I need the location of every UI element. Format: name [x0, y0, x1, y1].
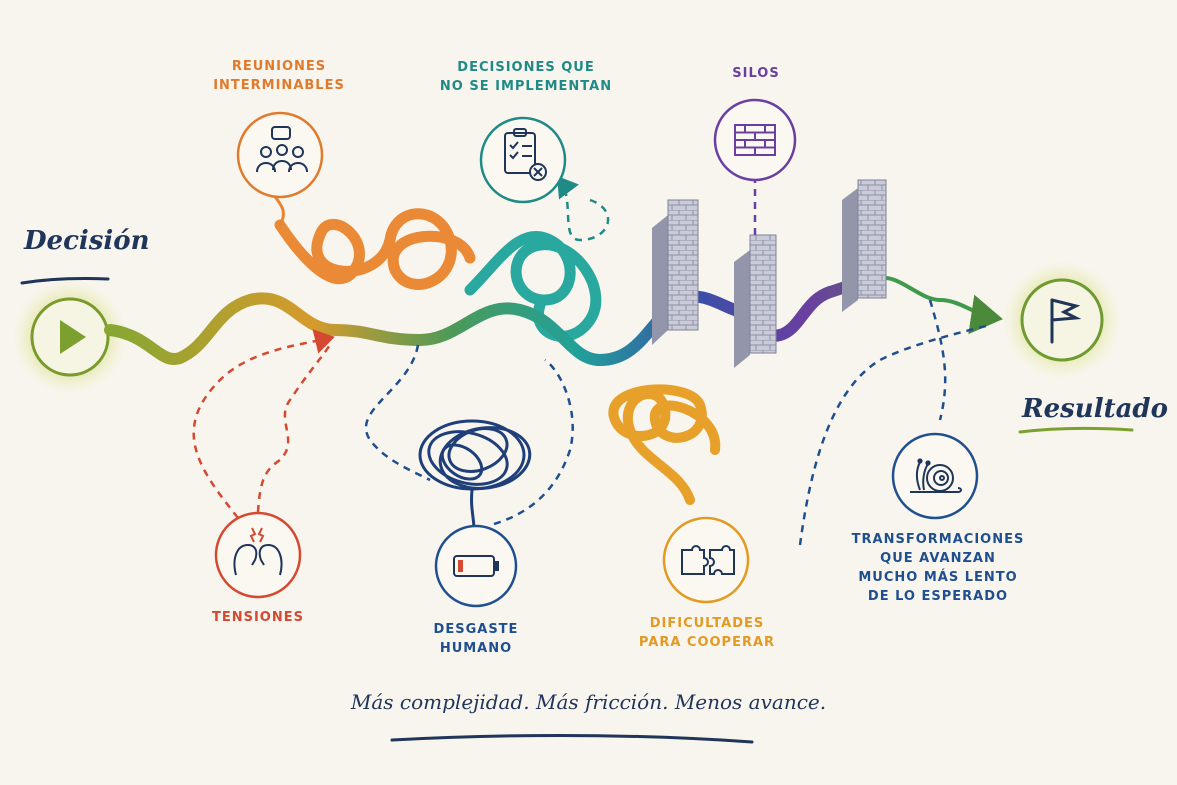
start-node: [12, 279, 128, 395]
meeting-loops: [274, 208, 476, 290]
label-dificultades: Dificultades para cooperar: [638, 616, 776, 650]
tangle-scribble: [418, 419, 532, 491]
snail-icon: [910, 458, 962, 493]
label-tensiones: Tensiones: [211, 610, 304, 625]
flag-icon: [1050, 298, 1082, 344]
end-node: [1002, 260, 1122, 380]
label-desgaste: Desgaste humano: [433, 622, 519, 656]
tagline: Más complejidad. Más fricción. Menos ava…: [350, 690, 827, 714]
reuniones-circle: [236, 111, 324, 199]
transformaciones-circle: [891, 432, 979, 520]
silo-walls: [652, 179, 887, 368]
label-transformaciones: Transformaciones que avanzan mucho más l…: [851, 532, 1025, 604]
silos-circle: [713, 98, 797, 182]
meeting-people-icon: [256, 126, 308, 173]
clipboard-x-icon: [504, 128, 547, 181]
main-path: [104, 272, 886, 367]
play-icon: [60, 320, 86, 354]
label-decisiones: Decisiones que no se implementan: [439, 60, 613, 94]
end-label: Resultado: [1022, 394, 1168, 424]
label-reuniones: Reuniones interminables: [213, 59, 345, 93]
label-silos: Silos: [732, 66, 780, 81]
dificultades-circle: [662, 516, 750, 604]
tensiones-circle: [214, 511, 302, 599]
low-battery-icon: [453, 555, 499, 577]
puzzle-icon: [681, 545, 735, 575]
decision-loops: [464, 230, 602, 342]
desgaste-circle: [434, 524, 518, 608]
conflict-heads-icon: [233, 527, 283, 576]
start-label: Decisión: [24, 226, 150, 256]
cooperation-loops: [608, 384, 721, 505]
brick-wall-icon: [734, 124, 776, 156]
decisiones-circle: [479, 116, 567, 204]
